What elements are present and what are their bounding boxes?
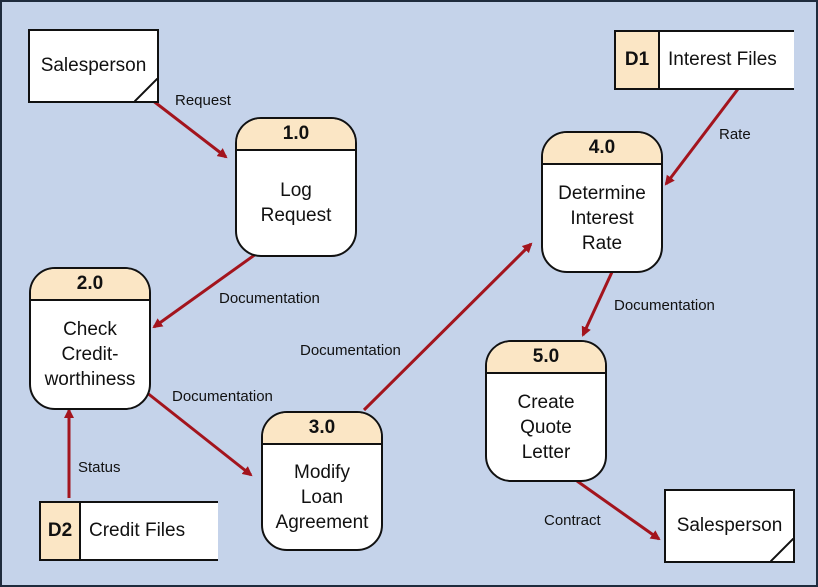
entity-corner-mark [770,538,794,562]
process-5-create-quote-letter: 5.0 Create Quote Letter [485,340,607,482]
process-name: Log Request [260,180,332,226]
flow-label-doc-2-to-3: Documentation [172,388,273,405]
contract-arrow [576,479,661,541]
process-id: 1.0 [237,119,355,151]
process-name: Create Quote Letter [517,391,575,463]
process-id: 2.0 [31,269,149,301]
process-2-check-creditworthiness: 2.0 Check Credit- worthiness [29,267,151,410]
flow-label-rate: Rate [719,126,751,143]
process-id: 4.0 [543,133,661,165]
flow-label-request: Request [175,92,231,109]
store-name-d1: Interest Files [668,49,777,70]
doc-4-to-5-arrow [581,271,614,337]
entity-corner-mark [134,78,158,102]
process-4-determine-interest-rate: 4.0 Determine Interest Rate [541,131,663,273]
store-id-d1: D1 [616,32,660,88]
credit-files-store: D2 Credit Files [39,501,218,561]
process-name: Determine Interest Rate [558,182,646,254]
process-id: 3.0 [263,413,381,445]
process-1-log-request: 1.0 Log Request [235,117,357,257]
salesperson-source-entity: Salesperson [28,29,159,103]
process-3-modify-loan-agreement: 3.0 Modify Loan Agreement [261,411,383,551]
salesperson-source-label: Salesperson [40,55,147,76]
process-name: Check Credit- worthiness [44,319,136,390]
store-id-d2: D2 [41,503,81,559]
salesperson-sink-label: Salesperson [676,515,783,536]
store-name-d2: Credit Files [89,520,186,541]
flow-label-doc-4-to-5: Documentation [614,297,715,314]
flow-label-doc-1-to-2: Documentation [219,290,320,307]
flow-label-contract: Contract [544,512,601,529]
process-id: 5.0 [487,342,605,374]
salesperson-sink-entity: Salesperson [664,489,795,563]
flow-label-doc-3-to-4: Documentation [300,342,401,359]
interest-files-store: D1 Interest Files [614,30,794,90]
flow-label-status: Status [78,459,121,476]
process-name: Modify Loan Agreement [275,461,369,533]
